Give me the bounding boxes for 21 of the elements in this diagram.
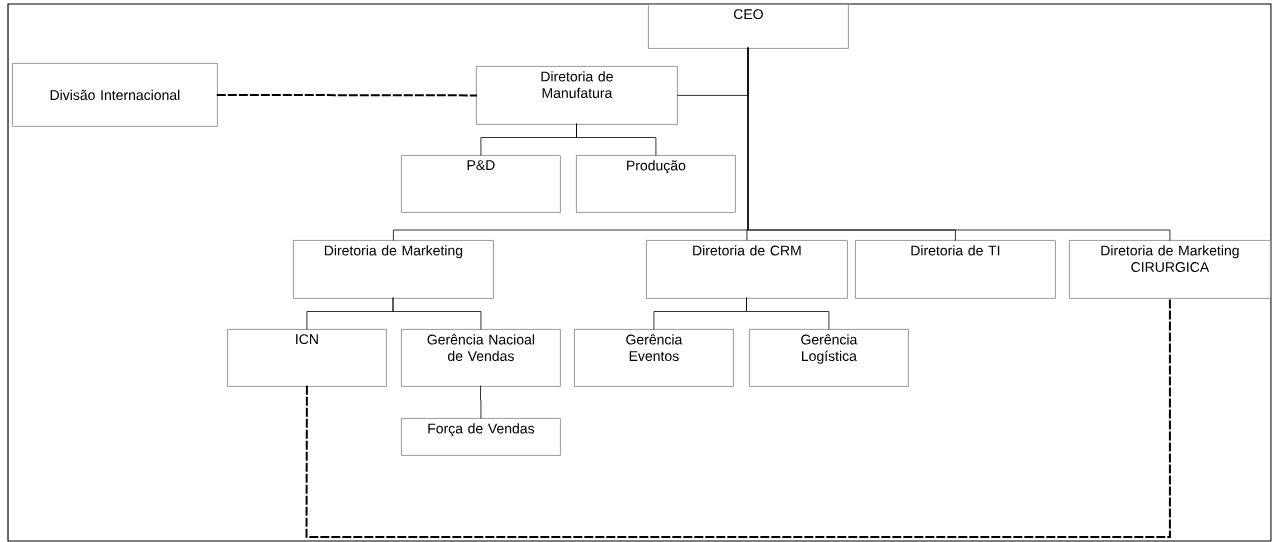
org-box: Gerência Nacioal de Vendas	[401, 329, 561, 387]
connector-line	[480, 385, 482, 419]
org-box: Gerência Eventos	[574, 329, 734, 387]
connector-line	[576, 123, 657, 156]
org-box: Diretoria de TI	[855, 240, 1056, 299]
org-box: P&D	[401, 155, 561, 213]
org-box: Diretoria de CRM	[646, 240, 848, 299]
connector-line	[392, 297, 482, 330]
org-box: Diretoria de Manufatura	[476, 66, 678, 125]
dashed-connector	[305, 297, 1171, 538]
org-box: Divisão Internacional	[12, 63, 218, 127]
connector-line	[747, 47, 1171, 241]
org-box: Diretoria de Marketing	[293, 240, 494, 299]
connector-line	[746, 297, 830, 330]
org-box: CEO	[648, 4, 849, 49]
org-box: Diretoria de Marketing CIRURGICA	[1069, 240, 1271, 299]
org-box: Gerência Logística	[749, 329, 909, 387]
org-box: Produção	[576, 155, 736, 213]
dashed-connector	[216, 93, 477, 97]
org-box: Força de Vendas	[401, 418, 561, 456]
org-box: ICN	[227, 329, 387, 387]
